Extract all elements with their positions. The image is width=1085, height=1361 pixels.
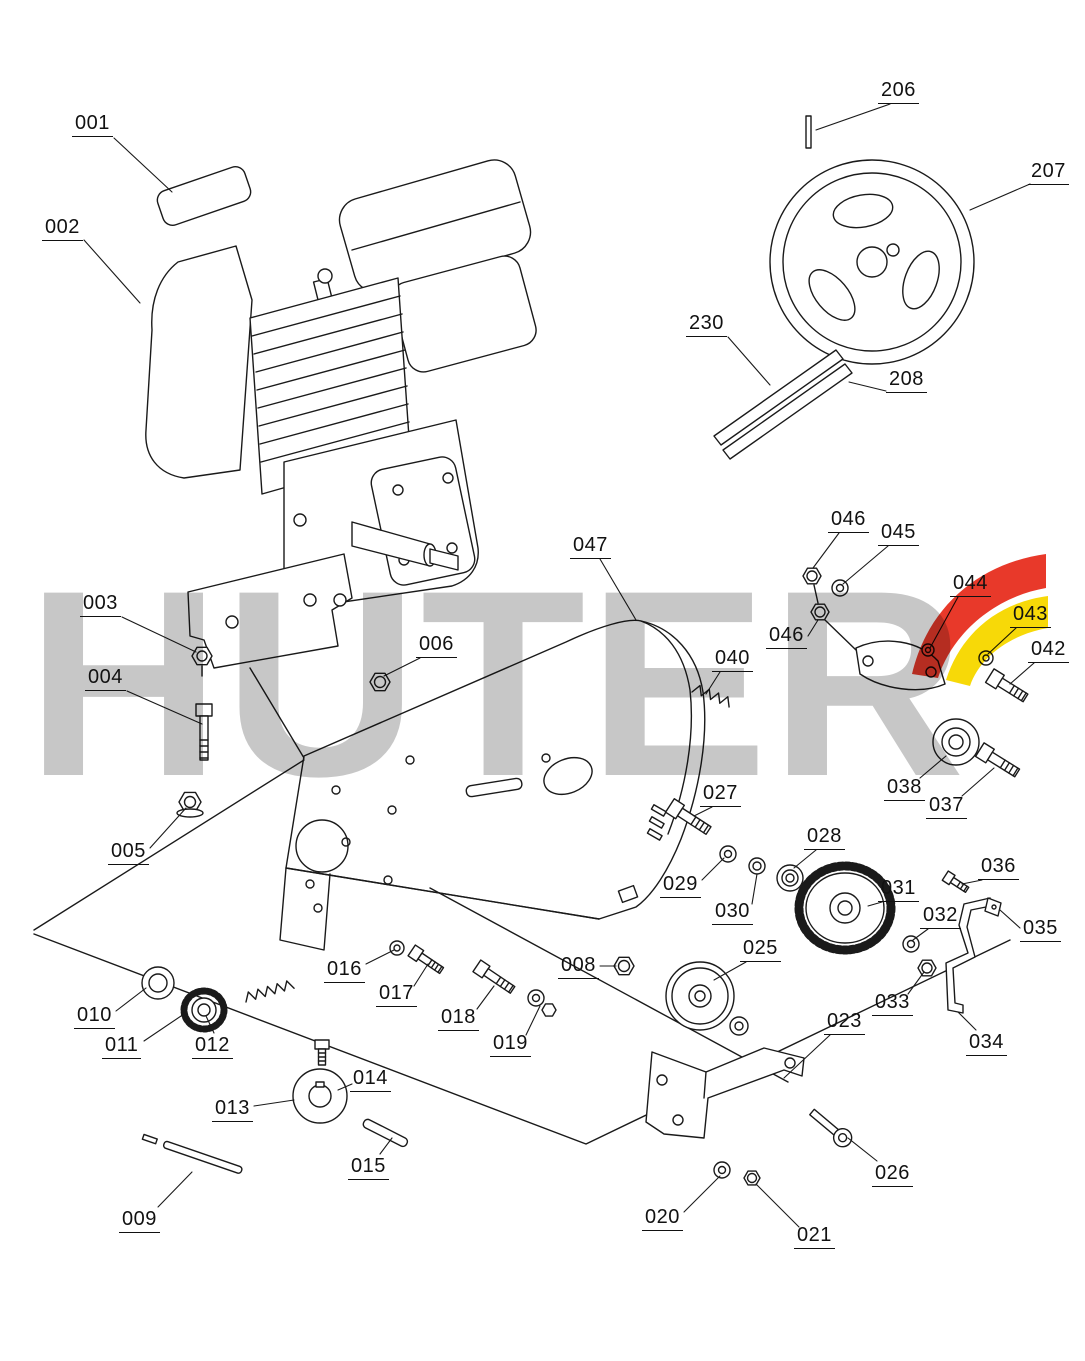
tensioner-cluster	[691, 567, 1029, 778]
part-label-037: 037	[926, 794, 967, 819]
part-label-046: 046	[828, 508, 869, 533]
pulley-cluster	[613, 956, 749, 1036]
part-label-033: 033	[872, 991, 913, 1016]
part-label-036: 036	[978, 855, 1019, 880]
part-label-019: 019	[490, 1032, 531, 1057]
part-label-013: 013	[212, 1097, 253, 1122]
part-label-031: 031	[878, 877, 919, 902]
part-label-008: 008	[558, 954, 599, 979]
leader-lines	[83, 103, 1035, 1228]
part-label-020: 020	[642, 1206, 683, 1231]
part-label-003: 003	[80, 592, 121, 617]
part-label-043: 043	[1010, 603, 1051, 628]
part-label-010: 010	[74, 1004, 115, 1029]
part-label-023: 023	[824, 1010, 865, 1035]
part-label-018: 018	[438, 1006, 479, 1031]
part-label-017: 017	[376, 982, 417, 1007]
frame-lines	[33, 667, 1011, 1145]
left-fasteners	[176, 646, 391, 818]
drive-cluster	[141, 940, 557, 1174]
part-label-012: 012	[192, 1034, 233, 1059]
part-label-030: 030	[712, 900, 753, 925]
part-label-208: 208	[886, 368, 927, 393]
part-label-001: 001	[72, 112, 113, 137]
part-label-016: 016	[324, 958, 365, 983]
pin-206	[805, 115, 812, 149]
part-label-006: 006	[416, 633, 457, 658]
part-label-015: 015	[348, 1155, 389, 1180]
part-label-028: 028	[804, 825, 845, 850]
part-label-025: 025	[740, 937, 781, 962]
part-label-009: 009	[119, 1208, 160, 1233]
idler-gear-cluster	[664, 798, 1002, 1014]
part-label-035: 035	[1020, 917, 1061, 942]
bracket-cluster	[645, 1047, 853, 1186]
part-label-230: 230	[686, 312, 727, 337]
part-label-029: 029	[660, 873, 701, 898]
part-label-046: 046	[766, 624, 807, 649]
part-label-021: 021	[794, 1224, 835, 1249]
part-label-011: 011	[102, 1034, 142, 1059]
part-label-042: 042	[1028, 638, 1069, 663]
wheel-illustration	[769, 159, 975, 365]
part-label-207: 207	[1028, 160, 1069, 185]
part-label-034: 034	[966, 1031, 1007, 1056]
engine-illustration	[145, 159, 537, 669]
part-label-038: 038	[884, 776, 925, 801]
cover-plate-illustration	[279, 619, 706, 951]
part-label-044: 044	[950, 572, 991, 597]
part-label-026: 026	[872, 1162, 913, 1187]
part-label-206: 206	[878, 79, 919, 104]
belt-illustration	[713, 349, 853, 460]
part-label-047: 047	[570, 534, 611, 559]
part-label-032: 032	[920, 904, 961, 929]
part-label-045: 045	[878, 521, 919, 546]
part-label-040: 040	[712, 647, 753, 672]
plate-001	[156, 166, 252, 226]
part-label-002: 002	[42, 216, 83, 241]
part-label-027: 027	[700, 782, 741, 807]
part-label-014: 014	[350, 1067, 391, 1092]
part-label-004: 004	[85, 666, 126, 691]
part-label-005: 005	[108, 840, 149, 865]
